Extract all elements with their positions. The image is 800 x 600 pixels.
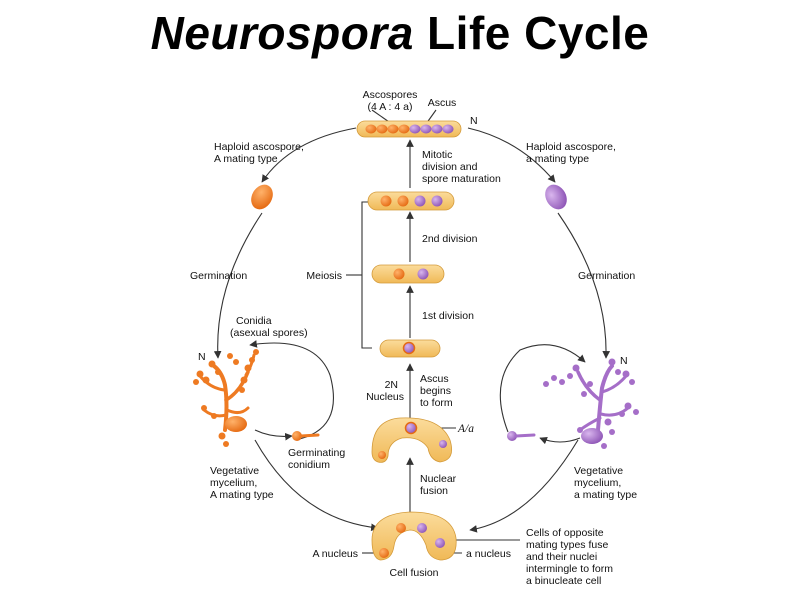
ascus-four-nuclei xyxy=(367,191,455,211)
label-germinating: Germinating xyxy=(288,447,345,459)
arrow-germination-right xyxy=(557,212,611,359)
meiosis-bracket xyxy=(361,201,372,349)
label-haploid-left: Haploid ascospore, xyxy=(214,141,304,153)
label-conidia-asexual: (asexual spores) xyxy=(230,327,308,339)
label-veg-left-2: mycelium, xyxy=(210,477,257,489)
label-ascus-begins-3: to form xyxy=(420,397,453,409)
label-A-nucleus: A nucleus xyxy=(312,548,358,560)
arrow-to-haploid-right xyxy=(467,127,556,183)
page-title: Neurospora Life Cycle xyxy=(0,6,800,60)
label-first-division: 1st division xyxy=(422,310,474,322)
ascus-forming-2n xyxy=(371,417,453,463)
mycelium-A xyxy=(193,349,259,447)
label-ascospore-ratio: (4 A : 4 a) xyxy=(368,101,413,113)
label-2n: 2N xyxy=(385,379,398,391)
label-veg-left-1: Vegetative xyxy=(210,465,259,477)
label-conidium: conidium xyxy=(288,459,330,471)
arrow-left-to-germ xyxy=(254,429,293,441)
label-ascus-begins-1: Ascus xyxy=(420,373,449,385)
binucleate-cell xyxy=(371,511,457,561)
label-germination-left: Germination xyxy=(190,270,247,282)
label-2n-nucleus: Nucleus xyxy=(366,391,404,403)
label-meiosis: Meiosis xyxy=(306,270,342,282)
label-ascus: Ascus xyxy=(428,97,457,109)
ascospores-row xyxy=(365,124,454,134)
label-a-over-a: A/a xyxy=(457,423,474,435)
label-veg-right-1: Vegetative xyxy=(574,465,623,477)
title-rest: Life Cycle xyxy=(413,7,650,59)
title-italic: Neurospora xyxy=(150,7,414,59)
mycelium-a xyxy=(543,358,639,449)
label-veg-right-type: a mating type xyxy=(574,489,637,501)
germinating-conidium-A xyxy=(292,431,320,441)
label-veg-left-type: A mating type xyxy=(210,489,274,501)
label-n-top: N xyxy=(470,115,478,127)
arrow-right-to-fusion xyxy=(469,439,579,533)
label-cells-1: Cells of opposite xyxy=(526,527,604,539)
haploid-ascospore-a xyxy=(545,184,567,210)
label-conidia: Conidia xyxy=(236,315,272,327)
label-nuclear-fusion-2: fusion xyxy=(420,485,448,497)
label-cells-2: mating types fuse xyxy=(526,539,608,551)
label-n-right: N xyxy=(620,355,628,367)
label-mitotic-1: Mitotic xyxy=(422,149,452,161)
label-haploid-right: Haploid ascospore, xyxy=(526,141,616,153)
arrow-to-haploid-left xyxy=(261,127,357,183)
label-n-left: N xyxy=(198,351,206,363)
ascus-mature xyxy=(356,120,462,138)
germinating-conidium-a xyxy=(507,431,536,441)
ascus-two-nuclei xyxy=(371,264,445,284)
label-veg-right-2: mycelium, xyxy=(574,477,621,489)
arrow-right-germ-to-mycelium xyxy=(539,436,581,445)
haploid-ascospore-A xyxy=(251,184,273,210)
arrow-left-to-fusion xyxy=(254,439,379,532)
label-cell-fusion: Cell fusion xyxy=(389,567,438,579)
label-mitotic-2: division and xyxy=(422,161,478,173)
arrow-germination-left xyxy=(213,212,263,359)
label-ascus-begins-2: begins xyxy=(420,385,451,397)
cycle-arrows xyxy=(213,127,611,533)
label-nuclear-fusion-1: Nuclear xyxy=(420,473,457,485)
label-haploid-left-type: A mating type xyxy=(214,153,278,165)
label-second-division: 2nd division xyxy=(422,233,478,245)
label-cells-4: intermingle to form xyxy=(526,563,613,575)
label-germination-right: Germination xyxy=(578,270,635,282)
label-mitotic-3: spore maturation xyxy=(422,173,501,185)
label-cells-3: and their nuclei xyxy=(526,551,597,563)
arrow-right-conidia-loop xyxy=(499,344,586,433)
label-ascospores: Ascospores xyxy=(363,89,418,101)
label-haploid-right-type: a mating type xyxy=(526,153,589,165)
label-cells-5: a binucleate cell xyxy=(526,575,601,587)
arrow-conidia-loop xyxy=(249,340,334,441)
ascus-young xyxy=(379,339,441,358)
label-a-nucleus: a nucleus xyxy=(466,548,511,560)
